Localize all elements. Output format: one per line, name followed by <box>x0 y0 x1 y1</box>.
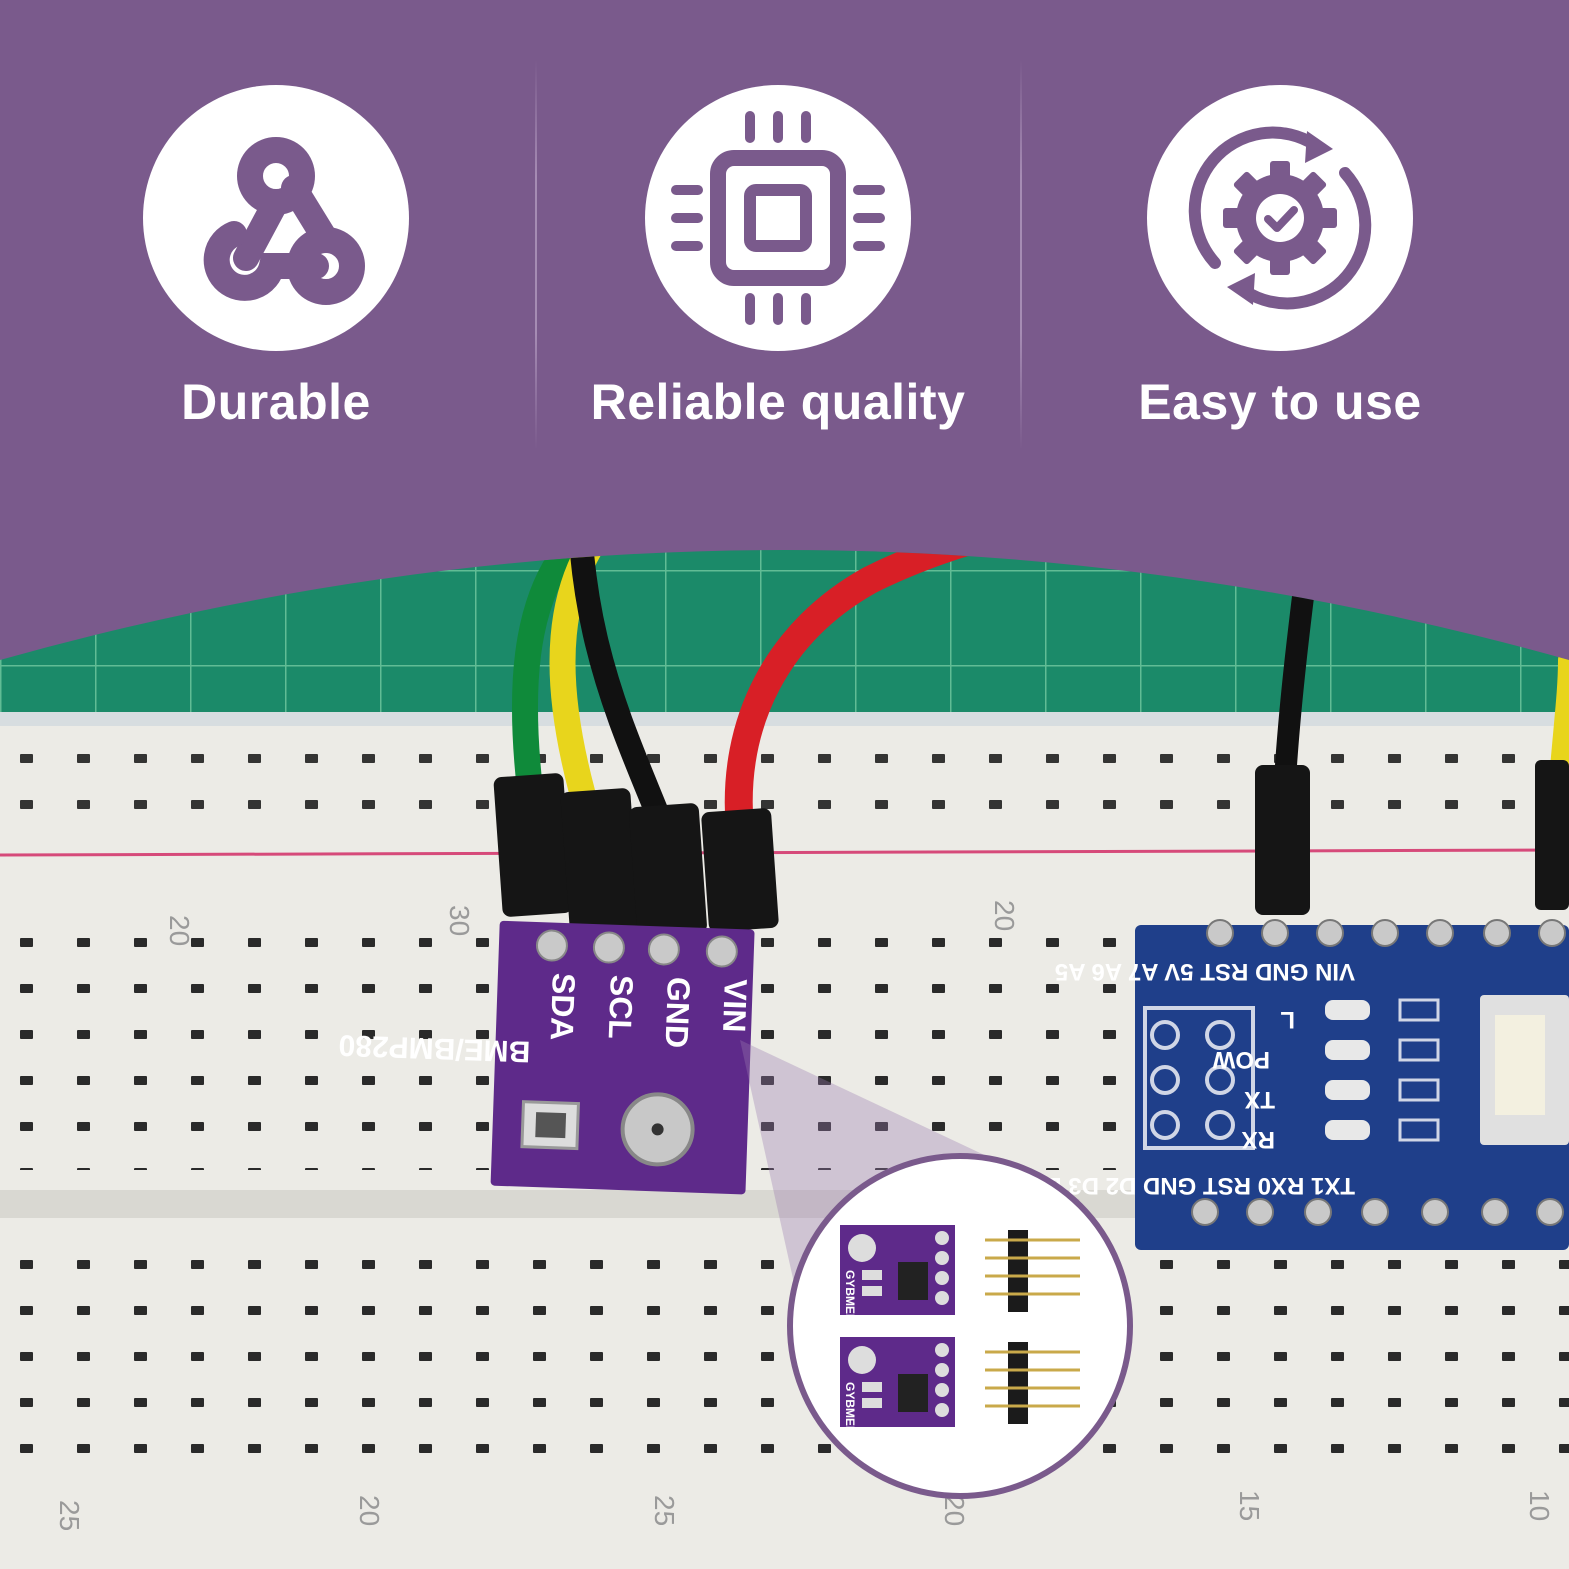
chip-icon <box>671 111 885 325</box>
controller-bottom-pins: TX1 RX0 RST GND D2 D3 D4 <box>1030 1172 1355 1199</box>
inset-header-pins <box>985 1230 1080 1424</box>
sensor-pin-label: VIN <box>716 978 754 1033</box>
feature-badge <box>1147 85 1413 351</box>
inset-board: GYBMEP <box>840 1225 955 1322</box>
inset-board-label: GYBMEP <box>843 1382 857 1434</box>
feature-label: Reliable quality <box>590 374 966 430</box>
feature-reliable-quality: Reliable quality <box>538 85 1018 431</box>
breadboard-number: 10 <box>1524 1490 1555 1521</box>
sensor-pin-label: SCL <box>602 974 640 1039</box>
breadboard-number: 15 <box>1234 1490 1265 1521</box>
feature-easy-to-use: Easy to use <box>1040 85 1520 431</box>
led-label: L <box>1280 1006 1295 1033</box>
led-label: POW <box>1212 1046 1270 1073</box>
sensor-pin-label: SDA <box>544 972 582 1041</box>
breadboard-number: 20 <box>164 915 195 946</box>
breadboard-number: 25 <box>54 1500 85 1531</box>
dupont-connectors <box>493 760 1569 937</box>
inset-board: GYBMEP <box>840 1337 955 1434</box>
gear-refresh-icon <box>1188 126 1372 310</box>
led-label: TX <box>1244 1086 1275 1113</box>
breadboard-number: 20 <box>939 1495 970 1526</box>
breadboard-number: 20 <box>989 900 1020 931</box>
controller-board: VIN GND RST 5V A7 A6 A5 L POW TX RX <box>1030 919 1569 1250</box>
sensor-board: VIN GND SCL SDA BME/BMP280 <box>338 920 755 1195</box>
inset-board-label: GYBMEP <box>843 1270 857 1322</box>
feature-badge <box>143 85 409 351</box>
product-inset: GYBMEP GYBMEP <box>787 1153 1133 1499</box>
sensor-model-label: BME/BMP280 <box>338 1028 531 1068</box>
feature-badge <box>645 85 911 351</box>
led-label: RX <box>1242 1126 1275 1153</box>
controller-top-pins: VIN GND RST 5V A7 A6 A5 <box>1055 958 1355 985</box>
breadboard-number: 30 <box>444 905 475 936</box>
webhook-icon <box>203 137 365 305</box>
feature-durable: Durable <box>36 85 516 431</box>
feature-label: Easy to use <box>1138 374 1422 430</box>
divider <box>535 60 537 450</box>
sensor-pin-label: GND <box>658 976 696 1048</box>
feature-label: Durable <box>181 374 371 430</box>
divider <box>1020 60 1022 450</box>
breadboard-number: 20 <box>354 1495 385 1526</box>
breadboard-number: 25 <box>649 1495 680 1526</box>
